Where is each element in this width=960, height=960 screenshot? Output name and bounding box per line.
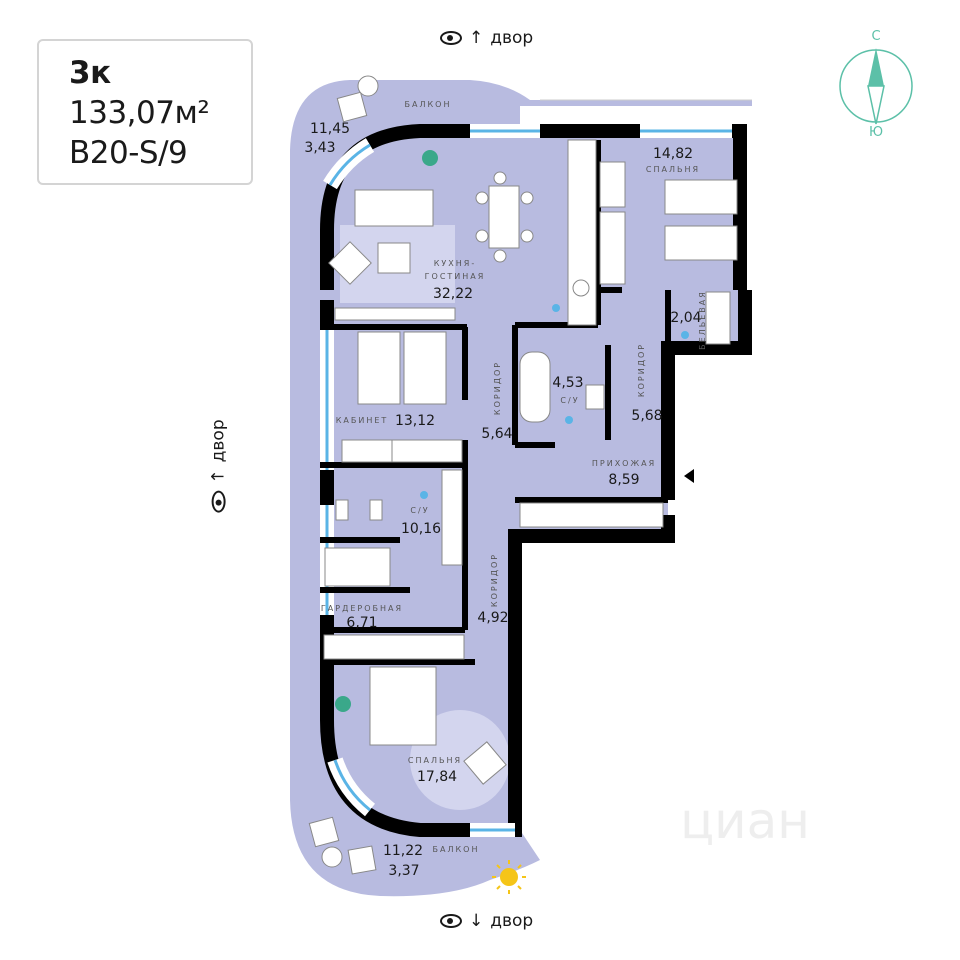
double-sink <box>441 469 463 566</box>
room-label: БАЛКОН <box>405 100 452 109</box>
view-bottom-label: двор <box>490 911 534 931</box>
watermark: циан <box>680 792 810 850</box>
room-label: КОРИДОР <box>637 343 646 397</box>
bidet <box>369 499 383 521</box>
balcony-chair <box>347 845 377 875</box>
hall-closet <box>519 502 664 528</box>
washing-machine <box>705 291 731 345</box>
room-label: СПАЛЬНЯ <box>408 756 462 765</box>
bed <box>403 331 447 405</box>
interior-walls <box>320 140 671 665</box>
room-label: С/У <box>560 396 579 405</box>
tv-stand <box>334 307 456 321</box>
room-area: 14,82 <box>653 146 693 162</box>
kitchen-counter <box>567 139 597 326</box>
bed <box>664 225 738 261</box>
room-label: КОРИДОР <box>490 553 499 607</box>
room-area: 10,16 <box>401 521 441 537</box>
bed <box>357 331 401 405</box>
balcony-table <box>321 846 343 868</box>
desk <box>341 439 393 463</box>
windows <box>320 124 732 837</box>
bathtub <box>519 351 551 423</box>
entrance-arrow-icon <box>684 469 694 483</box>
closet <box>599 211 626 285</box>
view-top-label: двор <box>490 28 534 48</box>
room-area: 32,22 <box>433 286 473 302</box>
compass-south: Ю <box>869 125 883 140</box>
room-area-2: 3,43 <box>304 140 335 156</box>
total-area: 133,07м² <box>69 95 210 131</box>
view-top: ↑ двор <box>440 28 533 48</box>
plant-icon <box>335 150 438 712</box>
room-area: 5,68 <box>631 408 662 424</box>
room-area-2: 3,37 <box>388 863 419 879</box>
room-label: КОРИДОР <box>493 361 502 415</box>
room-label: СПАЛЬНЯ <box>646 165 700 174</box>
room-area: 11,45 <box>310 121 350 137</box>
desk <box>599 161 626 208</box>
room-label: ГАРДЕРОБНАЯ <box>321 604 403 613</box>
room-label: КАБИНЕТ <box>336 416 389 425</box>
arrow-down-icon: ↓ <box>469 911 484 931</box>
armchair <box>328 241 372 285</box>
armchair <box>463 741 507 785</box>
wardrobe-closet <box>391 439 463 463</box>
bathtub <box>324 547 391 587</box>
arrow-up-icon: ↑ <box>469 28 484 48</box>
room-label: КУХНЯ- <box>434 259 477 268</box>
apartment-info-card: 3к 133,07м² B20-S/9 <box>37 39 253 185</box>
room-label: БЕЛЬЕВАЯ <box>698 290 707 350</box>
balcony-chair <box>308 816 340 848</box>
room-area: 11,22 <box>383 843 423 859</box>
view-bottom: ↓ двор <box>440 911 533 931</box>
room-area: 6,71 <box>346 615 377 631</box>
toilet <box>335 499 349 521</box>
room-area: 4,92 <box>477 610 508 626</box>
kitchen-sink <box>572 279 590 297</box>
room-area: 2,04 <box>670 310 701 326</box>
apartment-code: B20-S/9 <box>69 135 188 171</box>
room-label: БАЛКОН <box>433 845 480 854</box>
sun-icon <box>492 860 526 894</box>
compass: С Ю <box>839 29 913 140</box>
room-labels: БАЛКОН 11,45 3,43 КУХНЯ- ГОСТИНАЯ 32,22 … <box>304 100 707 879</box>
eye-icon <box>440 914 462 928</box>
sofa <box>354 189 434 227</box>
coffee-table <box>377 242 411 274</box>
room-area: 17,84 <box>417 769 457 785</box>
bed <box>664 179 738 215</box>
room-label: ПРИХОЖАЯ <box>592 459 656 468</box>
dining-table <box>488 185 520 249</box>
balcony-table <box>357 75 379 97</box>
room-area: 8,59 <box>608 472 639 488</box>
balcony-chair <box>336 91 368 123</box>
compass-north: С <box>871 29 880 44</box>
room-count: 3к <box>69 55 111 91</box>
sink <box>585 384 605 410</box>
room-area: 4,53 <box>552 375 583 391</box>
room-area: 13,12 <box>395 413 435 429</box>
water-drop-icon <box>420 304 689 499</box>
wardrobe-closet <box>323 634 465 660</box>
room-label: С/У <box>410 506 429 515</box>
double-bed <box>369 666 437 746</box>
room-area: 5,64 <box>481 426 512 442</box>
room-label: ГОСТИНАЯ <box>425 272 486 281</box>
furniture <box>308 75 738 875</box>
eye-icon <box>440 31 462 45</box>
